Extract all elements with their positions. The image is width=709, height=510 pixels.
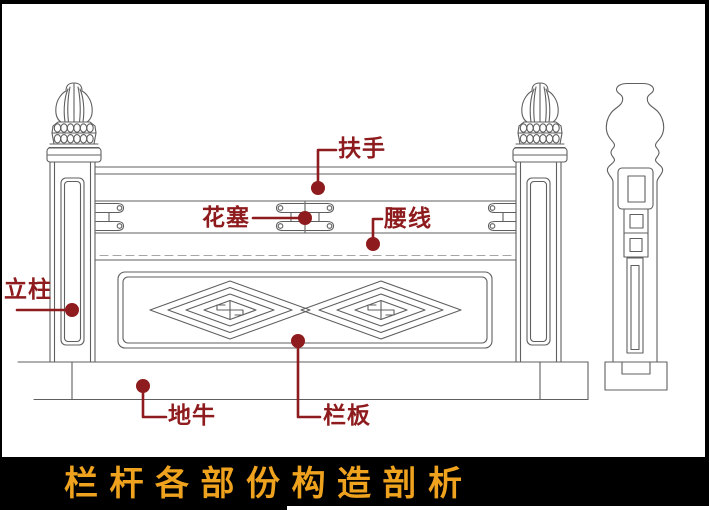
handrail-leader — [316, 148, 338, 186]
side-base-tenon — [621, 361, 651, 375]
scan-edge-artifact — [287, 506, 709, 510]
flower-plug-label: 花塞 — [202, 205, 250, 231]
ground-beam-label: 地牛 — [168, 403, 216, 429]
rail-panel — [117, 271, 493, 349]
ground-beam-leader — [141, 388, 168, 419]
left-pillar — [46, 82, 102, 363]
right-pillar — [512, 82, 568, 363]
waistline-leader — [371, 217, 384, 243]
ground-beam-dot — [136, 379, 150, 393]
handrail-label: 扶手 — [338, 136, 386, 162]
annotation-dots — [65, 181, 380, 393]
side-base — [604, 361, 668, 391]
ground-beam — [17, 361, 589, 401]
pillar-dot — [65, 303, 79, 317]
annotation-leaders — [15, 148, 384, 419]
pillar-label: 立柱 — [4, 277, 52, 303]
side-profile — [605, 82, 665, 363]
waistline-label: 腰线 — [384, 206, 432, 232]
waistline-dot — [366, 237, 380, 251]
handrail-dot — [311, 181, 325, 195]
rail-panel-leader — [296, 343, 322, 419]
banner-title: 栏杆各部份构造剖析 — [64, 464, 474, 504]
rail-panel-label: 栏板 — [323, 403, 371, 429]
rail-panel-dot — [291, 334, 305, 348]
railing-diagram — [15, 82, 668, 419]
flower-plug-dot — [298, 211, 312, 225]
pillar-side-view — [604, 82, 668, 391]
